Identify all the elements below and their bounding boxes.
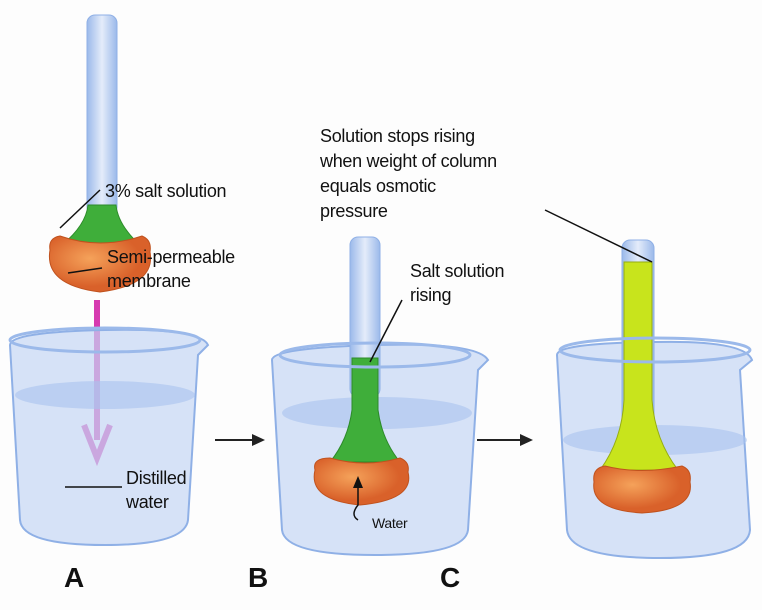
beaker-c xyxy=(555,239,754,560)
membrane-b xyxy=(313,457,410,506)
salt-rising-label-line2: rising xyxy=(410,285,452,305)
stops-rising-label-line4: pressure xyxy=(320,201,388,221)
water-label: Water xyxy=(372,515,408,531)
distilled-water-label-line1: Distilled xyxy=(126,468,187,488)
membrane-label-line1: Semi-permeable xyxy=(107,247,235,267)
membrane-c xyxy=(593,465,691,514)
beaker-a xyxy=(8,326,210,547)
membrane-a xyxy=(48,235,152,293)
panel-label-c: C xyxy=(440,562,461,593)
salt-rising-label-line1: Salt solution xyxy=(410,261,505,281)
panel-label-a: A xyxy=(64,562,85,593)
stops-rising-label-line2: when weight of column xyxy=(320,151,497,171)
distilled-water-label-line2: water xyxy=(126,492,169,512)
stops-rising-label-line1: Solution stops rising xyxy=(320,126,475,146)
membrane-label-line2: membrane xyxy=(107,271,191,291)
panel-label-b: B xyxy=(248,562,269,593)
thistle-tube-a xyxy=(48,14,152,293)
salt-solution-label: 3% salt solution xyxy=(105,181,227,201)
beaker-b xyxy=(270,236,490,557)
stops-rising-label-line3: equals osmotic xyxy=(320,176,436,196)
